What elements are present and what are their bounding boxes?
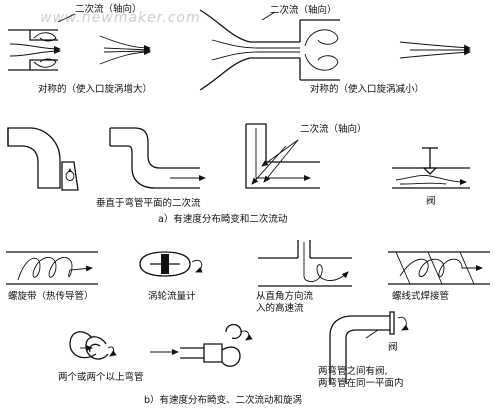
symmetric-inlet-decrease-diagram <box>199 9 471 91</box>
label-spiral-band: 螺旋带（热传导管） <box>8 291 94 302</box>
right-angle-inflow-diagram <box>258 240 352 287</box>
symmetric-inlet-increase-diagram <box>8 13 151 71</box>
valve-pipe-diagram <box>392 147 470 189</box>
double-bend-diagram <box>109 127 206 189</box>
label-valve-a: 阀 <box>426 196 436 207</box>
label-secondary-flow-axial-3: 二次流（轴向） <box>300 124 367 135</box>
label-spiral-weld: 螺线式焊接管 <box>392 291 450 302</box>
watermark: www.newmaker.com <box>40 10 201 26</box>
label-secondary-flow-axial-2: 二次流（轴向） <box>270 5 337 16</box>
spiral-weld-pipe-diagram <box>388 251 490 285</box>
multiple-bends-diagram <box>69 331 117 360</box>
label-valve-b: 阀 <box>388 342 398 353</box>
right-angle-tee-diagram <box>245 123 320 189</box>
label-two-bends-line2: 两弯管在同一平面内 <box>318 378 404 389</box>
spiral-band-diagram <box>6 251 98 285</box>
two-bends-connected-diagram <box>150 323 253 367</box>
caption-b: b）有速度分布畸变、二次流动和旋涡 <box>144 395 303 406</box>
label-turbine-meter: 涡轮流量计 <box>148 291 196 302</box>
label-symmetric-decrease: 对称的（使入口旋涡减小） <box>310 84 425 95</box>
caption-a: a）有速度分布畸变和二次流动 <box>158 214 288 225</box>
label-right-angle-line1: 从直角方向流 <box>256 291 314 302</box>
label-perpendicular-bend: 垂直于弯管平面的二次流 <box>96 198 201 209</box>
label-two-or-more-bends: 两个或两个以上弯管 <box>58 372 144 383</box>
label-two-bends-line1: 两弯管之间有阀, <box>318 366 388 377</box>
label-symmetric-increase: 对称的（使入口旋涡增大） <box>38 84 153 95</box>
two-bends-valve-diagram <box>329 311 409 384</box>
turbine-meter-diagram <box>139 251 203 277</box>
label-right-angle-line2: 入的高速流 <box>256 303 304 314</box>
single-bend-diagram <box>7 127 79 191</box>
label-secondary-flow-axial-1: 二次流（轴向） <box>75 4 142 15</box>
